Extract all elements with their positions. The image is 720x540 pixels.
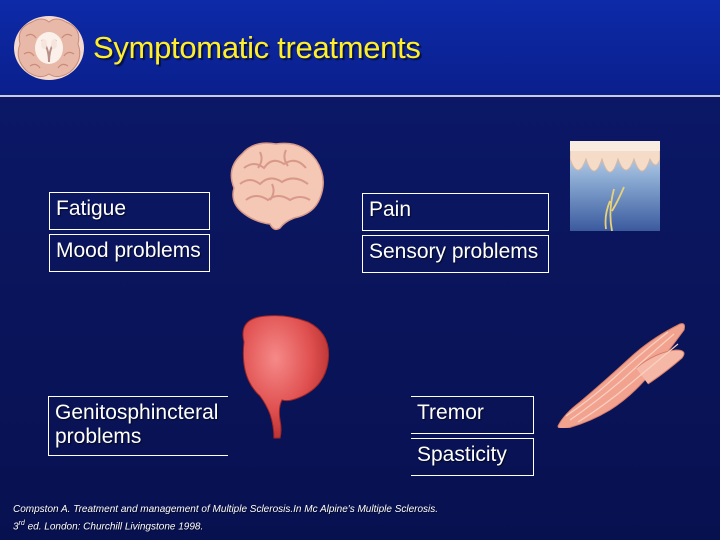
bladder-icon (242, 315, 330, 439)
symptom-label: Fatigue (56, 197, 127, 220)
symptom-label: Mood problems (56, 239, 201, 262)
header-divider (0, 95, 720, 97)
symptom-box-mood: Mood problems (49, 234, 210, 272)
citation-line2-rest: ed. London: Churchill Livingstone 1998. (24, 521, 204, 533)
symptom-label: Pain (369, 198, 412, 221)
symptom-box-tremor: Tremor (411, 396, 534, 434)
symptom-label: Sensory problems (369, 240, 539, 263)
muscle-icon (557, 323, 685, 428)
citation-line1: Compston A. Treatment and management of … (13, 504, 439, 515)
citation-line2: 3rd ed. London: Churchill Livingstone 19… (13, 517, 713, 534)
brain-cross-section-icon (14, 16, 84, 80)
symptom-box-spasticity: Spasticity (411, 438, 534, 476)
brain-icon (230, 142, 324, 231)
symptom-box-sensory: Sensory problems (362, 235, 549, 273)
slide-title: Symptomatic treatments (93, 30, 421, 65)
slide-header (0, 0, 720, 95)
symptom-box-genitosphincteral: Genitosphincteral problems (48, 396, 228, 456)
symptom-box-pain: Pain (362, 193, 549, 231)
symptom-label-line1: Genitosphincteral (55, 401, 219, 424)
symptom-label: Tremor (417, 401, 484, 424)
skin-nerve-icon (570, 141, 660, 231)
citation: Compston A. Treatment and management of … (13, 503, 713, 534)
citation-ordinal-suffix: rd (18, 520, 25, 527)
symptom-box-fatigue: Fatigue (49, 192, 210, 230)
symptom-label-line2: problems (55, 425, 142, 449)
symptom-label: Spasticity (417, 443, 507, 466)
citation-ordinal: 3 (13, 521, 19, 533)
